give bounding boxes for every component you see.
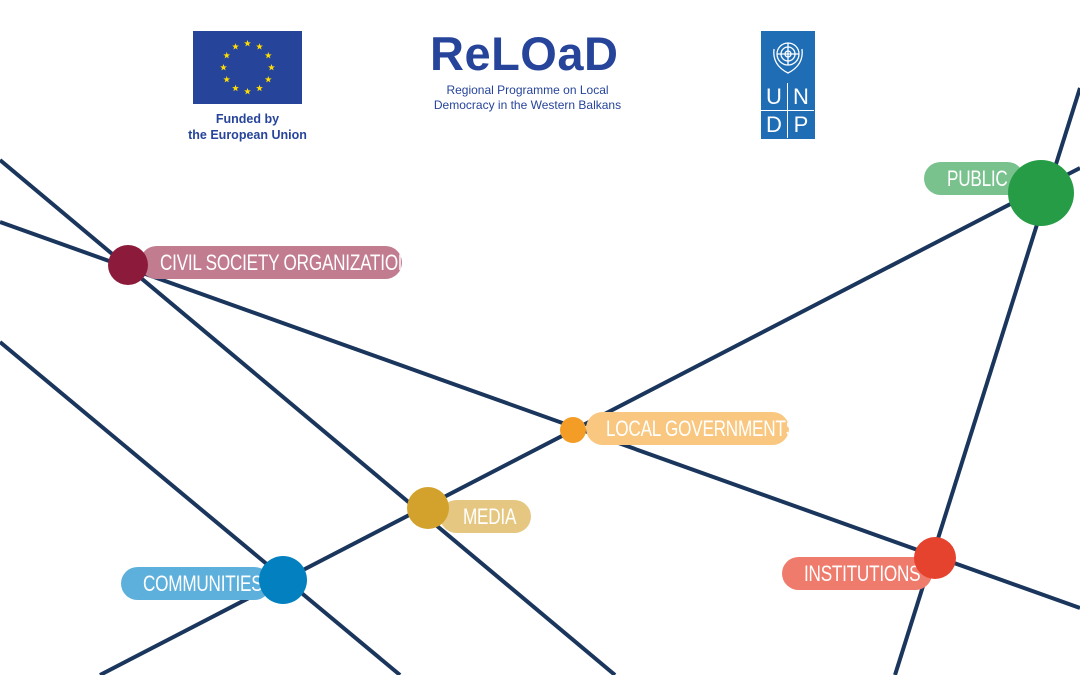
connection-line — [0, 158, 617, 675]
eu-star-icon — [232, 43, 239, 50]
eu-stars-icon — [220, 39, 275, 95]
undp-letter-p: P — [793, 112, 809, 137]
eu-star-icon — [264, 75, 272, 83]
connection-line — [0, 340, 402, 675]
un-emblem-icon — [773, 42, 803, 74]
eu-star-icon — [256, 84, 263, 92]
label-local-governments: LOCAL GOVERNMENTS — [586, 412, 789, 445]
label-communities: COMMUNITIES — [121, 567, 271, 600]
label-public: PUBLIC — [924, 162, 1024, 195]
reload-subtitle-line1: Regional Programme on Local — [446, 83, 609, 97]
eu-star-icon — [268, 63, 275, 71]
reload-subtitle: Regional Programme on Local Democracy in… — [420, 83, 635, 113]
eu-star-icon — [244, 87, 251, 95]
node-public — [1008, 160, 1074, 226]
reload-logo-title: ReLOaD — [430, 27, 619, 80]
node-local-governments — [560, 417, 586, 443]
eu-star-icon — [223, 51, 231, 59]
eu-star-icon — [256, 43, 263, 50]
label-media: MEDIA — [440, 500, 531, 533]
undp-logo: U N D P — [761, 31, 815, 139]
node-cso — [108, 245, 148, 285]
eu-caption-line1: Funded by — [215, 112, 280, 126]
eu-funding-caption: Funded by the European Union — [180, 111, 315, 143]
undp-letter-d: D — [761, 111, 788, 138]
eu-star-icon — [264, 51, 272, 59]
eu-flag-logo — [193, 31, 302, 104]
eu-star-icon — [244, 39, 251, 47]
node-communities — [259, 556, 307, 604]
reload-subtitle-line2: Democracy in the Western Balkans — [433, 98, 622, 112]
eu-star-icon — [223, 75, 231, 83]
node-media — [407, 487, 449, 529]
node-institutions — [914, 537, 956, 579]
connection-line — [0, 220, 1080, 610]
eu-star-icon — [232, 84, 239, 92]
label-institutions: INSTITUTIONS — [782, 557, 932, 590]
eu-star-icon — [220, 63, 227, 71]
undp-letter-n: N — [788, 83, 814, 111]
label-cso: CIVIL SOCIETY ORGANIZATIONS — [140, 246, 402, 279]
undp-letter-u: U — [761, 83, 788, 111]
eu-caption-line2: the European Union — [188, 128, 307, 142]
